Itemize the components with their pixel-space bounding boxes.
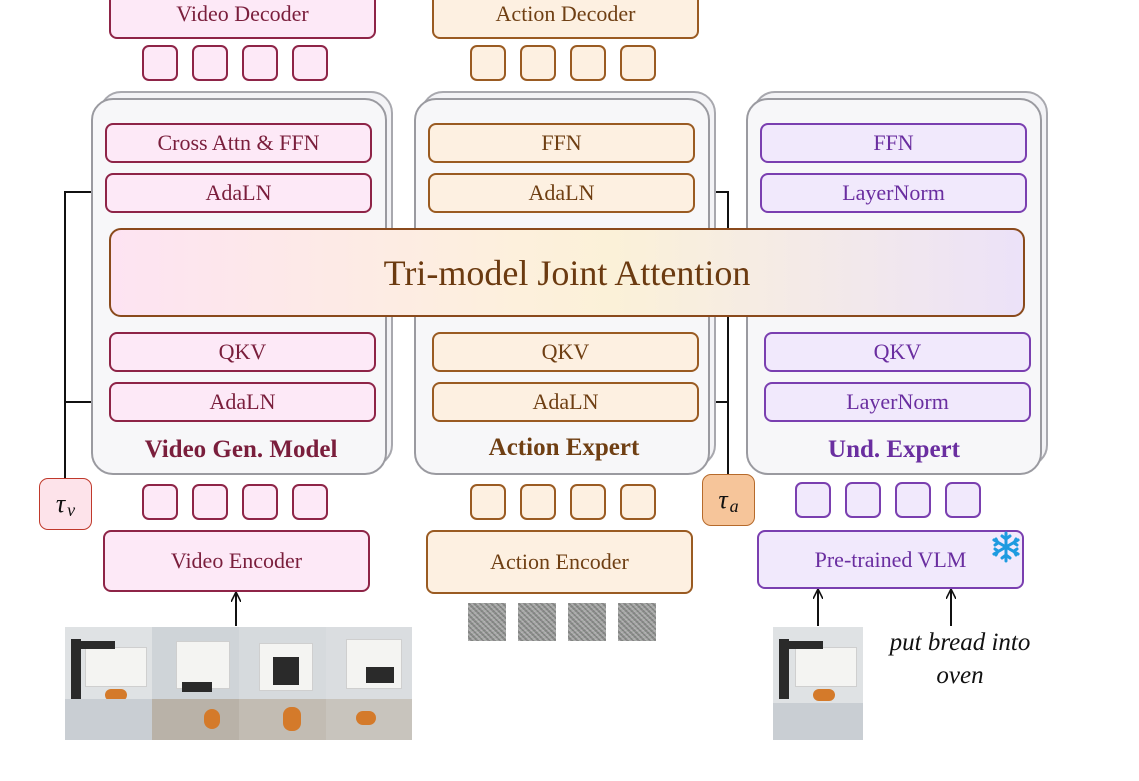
action-token [570, 45, 606, 81]
und-token [945, 482, 981, 518]
action-qkv: QKV [432, 332, 699, 372]
video-adaln-lower: AdaLN [109, 382, 376, 422]
und-token [895, 482, 931, 518]
pretrained-vlm: Pre-trained VLM [757, 530, 1024, 589]
action-token [470, 45, 506, 81]
action-decoder: Action Decoder [432, 0, 699, 39]
noise-action-patch [518, 603, 556, 641]
snowflake-icon [992, 531, 1020, 563]
action-expert-title: Action Expert [488, 434, 640, 461]
und-ffn: FFN [760, 123, 1027, 163]
action-token [470, 484, 506, 520]
noise-action-patch [618, 603, 656, 641]
video-token [142, 45, 178, 81]
video-encoder: Video Encoder [103, 530, 370, 592]
tau-a-symbol: τ [718, 485, 728, 514]
video-token [242, 484, 278, 520]
und-layernorm-lower: LayerNorm [764, 382, 1031, 422]
und-token [795, 482, 831, 518]
video-model-title: Video Gen. Model [144, 436, 338, 463]
und-token [845, 482, 881, 518]
tau-v-symbol: τ [55, 489, 66, 518]
action-ffn: FFN [428, 123, 695, 163]
action-token [570, 484, 606, 520]
video-token [192, 45, 228, 81]
action-adaln-lower: AdaLN [432, 382, 699, 422]
noise-action-patch [568, 603, 606, 641]
tau-v-line [64, 192, 103, 478]
und-layernorm-upper: LayerNorm [760, 173, 1027, 213]
noise-action-patch [468, 603, 506, 641]
language-instruction: put bread into oven [889, 629, 1031, 689]
und-expert-title: Und. Expert [828, 436, 960, 463]
video-adaln-upper: AdaLN [105, 173, 372, 213]
action-token [520, 484, 556, 520]
video-token [142, 484, 178, 520]
tau-v-subscript: v [67, 499, 76, 520]
video-token [292, 45, 328, 81]
action-encoder: Action Encoder [426, 530, 693, 594]
video-frames-image [65, 627, 412, 740]
video-decoder: Video Decoder [109, 0, 376, 39]
video-token [242, 45, 278, 81]
tau-a-subscript: a [729, 495, 739, 516]
action-token [520, 45, 556, 81]
und-qkv: QKV [764, 332, 1031, 372]
video-qkv: QKV [109, 332, 376, 372]
video-cross-attn-ffn: Cross Attn & FFN [105, 123, 372, 163]
video-token [192, 484, 228, 520]
action-adaln-upper: AdaLN [428, 173, 695, 213]
video-token [292, 484, 328, 520]
action-token [620, 45, 656, 81]
tri-model-joint-attention: Tri-model Joint Attention [109, 228, 1025, 317]
observation-image [773, 627, 863, 740]
action-token [620, 484, 656, 520]
